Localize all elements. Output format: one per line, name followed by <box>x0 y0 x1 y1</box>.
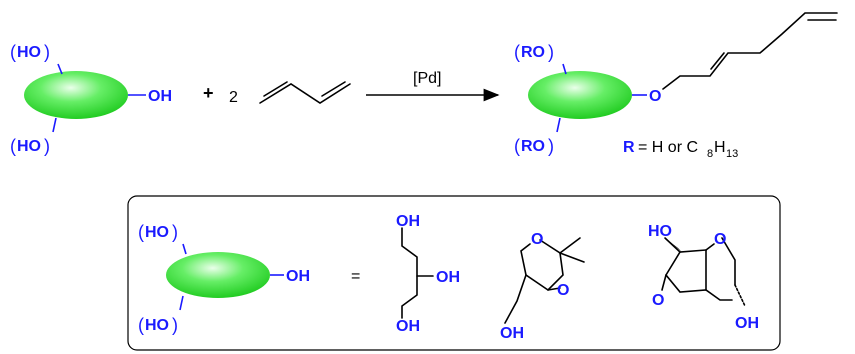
isosorbide-o-top: O <box>714 231 726 248</box>
isosorbide-structure: HO O O OH <box>648 223 759 332</box>
paren-close: ) <box>44 136 50 156</box>
paren-open: ( <box>514 42 520 62</box>
paren-close: ) <box>44 42 50 62</box>
catalyst-label: [Pd] <box>413 70 441 87</box>
polyol-ellipse <box>24 71 128 119</box>
paren-open: ( <box>10 136 16 156</box>
legend-ho-bottom: HO <box>145 317 169 334</box>
wedge-bond <box>665 238 682 252</box>
paren-open: ( <box>138 222 144 242</box>
subscript-13: 13 <box>726 148 738 160</box>
ho-top-label: HO <box>17 44 41 61</box>
glycerol-oh-top: OH <box>396 213 420 230</box>
paren-close: ) <box>548 136 554 156</box>
octadienyl-chain <box>662 12 838 90</box>
bond-bottom <box>52 117 57 133</box>
paren-open: ( <box>10 42 16 62</box>
paren-close: ) <box>172 315 178 335</box>
equals-sign: = <box>351 268 360 285</box>
ro-bottom-label: RO <box>521 138 545 155</box>
r-symbol: R <box>623 139 635 156</box>
legend-box <box>127 195 781 351</box>
solketal-o-right: O <box>557 282 569 299</box>
glycerol-oh-mid: OH <box>436 269 460 286</box>
coefficient: 2 <box>229 89 238 106</box>
butadiene <box>259 81 351 104</box>
legend-ho-top: HO <box>145 224 169 241</box>
paren-open: ( <box>514 136 520 156</box>
legend-oh-right: OH <box>286 268 310 285</box>
paren-close: ) <box>172 222 178 242</box>
solketal-o-top: O <box>531 231 543 248</box>
solketal-oh: OH <box>500 325 524 342</box>
isosorbide-ho: HO <box>648 223 672 240</box>
paren-close: ) <box>548 42 554 62</box>
isosorbide-o-bottom: O <box>652 292 664 309</box>
r-definition-text: = H or C <box>638 139 698 156</box>
paren-open: ( <box>138 315 144 335</box>
bond-top <box>57 63 63 75</box>
ho-bottom-label: HO <box>17 138 41 155</box>
subscript-8: 8 <box>707 148 713 160</box>
generic-polyol: ( HO ) ( HO ) OH <box>138 222 310 335</box>
reactant-polyol: ( HO ) ( HO ) OH <box>10 42 172 156</box>
product-ellipse <box>528 71 632 119</box>
glycerol-structure: OH OH OH <box>396 213 460 335</box>
generic-ellipse <box>166 252 270 298</box>
isosorbide-oh: OH <box>735 315 759 332</box>
ether-oxygen-label: O <box>649 88 661 105</box>
plus-sign: + <box>203 83 214 103</box>
hydrogen-symbol: H <box>714 139 726 156</box>
solketal-structure: O O OH <box>500 231 585 342</box>
product-ether: ( RO ) ( RO ) O R = H or C 8 H 13 <box>514 12 838 160</box>
ro-top-label: RO <box>521 44 545 61</box>
oh-right-label: OH <box>148 88 172 105</box>
glycerol-oh-bottom: OH <box>396 318 420 335</box>
